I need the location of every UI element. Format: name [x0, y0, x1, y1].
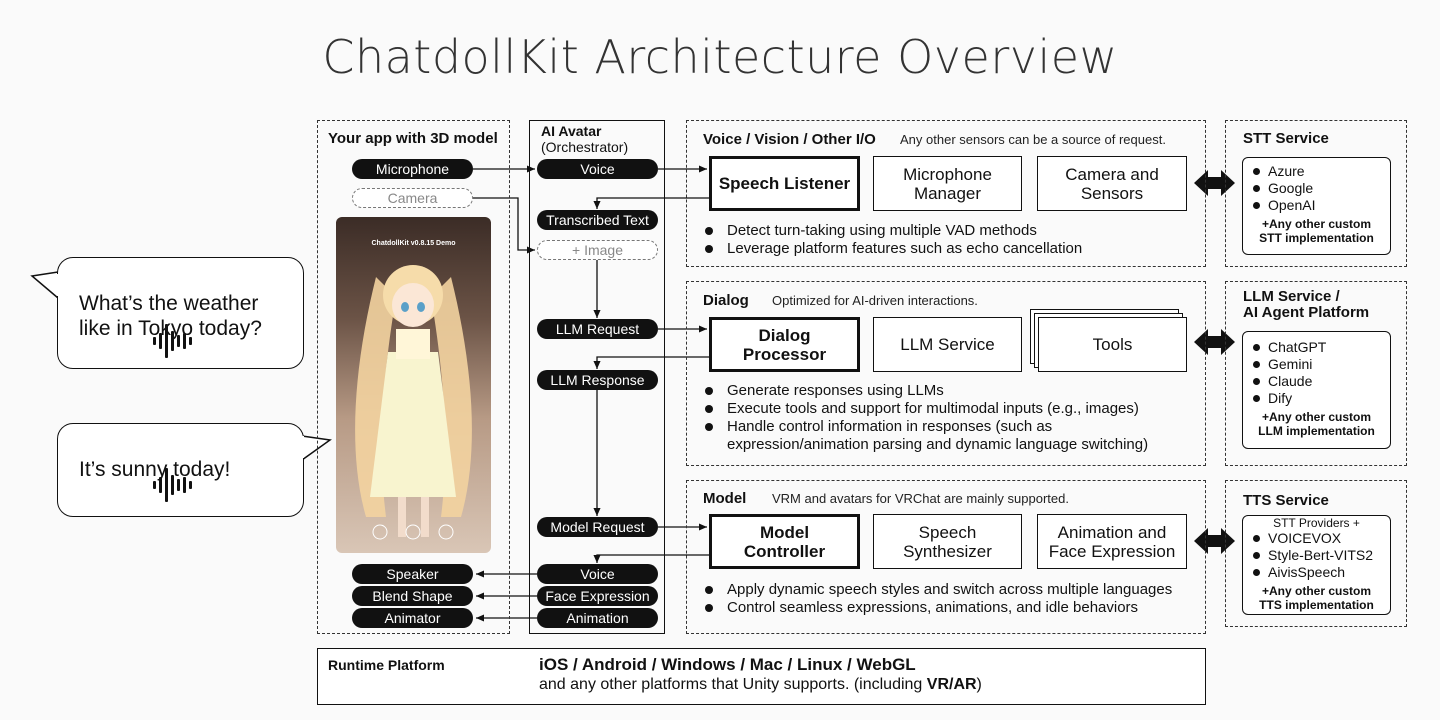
tools-box: Tools	[1038, 317, 1187, 372]
ai-voice-wave-icon	[153, 467, 192, 503]
io-bullet: Detect turn-taking using multiple VAD me…	[702, 222, 1182, 240]
llm-provider: ChatGPT	[1253, 339, 1326, 356]
image-pill: + Image	[537, 240, 658, 260]
face-expression-pill: Face Expression	[537, 586, 658, 606]
model-bullets: Apply dynamic speech styles and switch a…	[702, 581, 1202, 617]
animation-face-box: Animation and Face Expression	[1037, 514, 1187, 569]
tts-provider: Style-Bert-VITS2	[1253, 547, 1373, 564]
microphone-manager-box: Microphone Manager	[873, 156, 1022, 211]
tts-header: STT Providers +	[1242, 516, 1391, 530]
runtime-platforms: iOS / Android / Windows / Mac / Linux / …	[539, 655, 916, 675]
model-bullet: Control seamless expressions, animations…	[702, 599, 1202, 617]
llm-service-box: LLM Service	[873, 317, 1022, 372]
transcribed-text-pill: Transcribed Text	[537, 210, 658, 230]
llm-title-2: AI Agent Platform	[1243, 304, 1369, 321]
animator-pill: Animator	[352, 608, 473, 628]
model-title: Model	[703, 490, 746, 507]
dialog-bullet: Generate responses using LLMs	[702, 382, 1192, 400]
io-bullets: Detect turn-taking using multiple VAD me…	[702, 222, 1182, 258]
avatar-screenshot: ChatdollKit v0.8.15 Demo	[336, 217, 491, 553]
speaker-pill: Speaker	[352, 564, 473, 584]
microphone-pill: Microphone	[352, 159, 473, 179]
model-controller-box: Model Controller	[709, 514, 860, 569]
stt-footer: +Any other custom STT implementation	[1244, 217, 1389, 245]
llm-footer: +Any other custom LLM implementation	[1244, 410, 1389, 438]
runtime-note-bold: VR/AR	[927, 676, 977, 693]
camera-pill: Camera	[352, 188, 473, 208]
blend-shape-pill: Blend Shape	[352, 586, 473, 606]
tts-footer: +Any other custom TTS implementation	[1244, 584, 1389, 612]
speech-synthesizer-box: Speech Synthesizer	[873, 514, 1022, 569]
stt-provider: Google	[1253, 180, 1315, 197]
llm-provider: Claude	[1253, 373, 1326, 390]
tts-provider: AivisSpeech	[1253, 564, 1373, 581]
dialog-processor-box: Dialog Processor	[709, 317, 860, 372]
dialog-bullets: Generate responses using LLMs Execute to…	[702, 382, 1192, 454]
runtime-note-post: )	[977, 676, 982, 693]
llm-request-pill: LLM Request	[537, 319, 658, 339]
io-title: Voice / Vision / Other I/O	[703, 131, 876, 148]
speech-listener-box: Speech Listener	[709, 156, 860, 211]
ai-avatar-title: AI Avatar	[541, 123, 601, 139]
stt-provider: OpenAI	[1253, 197, 1315, 214]
voice-in-pill: Voice	[537, 159, 658, 179]
stt-providers: Azure Google OpenAI	[1253, 163, 1315, 214]
tts-provider: VOICEVOX	[1253, 530, 1373, 547]
dialog-title: Dialog	[703, 292, 749, 309]
user-voice-wave-icon	[153, 323, 192, 359]
llm-title-1: LLM Service /	[1243, 288, 1340, 305]
dialog-bullet: Handle control information in responses …	[702, 418, 1192, 454]
voice-out-pill: Voice	[537, 564, 658, 584]
bubble-tail-user-cover	[52, 270, 62, 300]
dialog-bullet: Execute tools and support for multimodal…	[702, 400, 1192, 418]
io-bullet: Leverage platform features such as echo …	[702, 240, 1182, 258]
stt-provider: Azure	[1253, 163, 1315, 180]
model-note: VRM and avatars for VRChat are mainly su…	[772, 491, 1069, 506]
runtime-title: Runtime Platform	[328, 657, 445, 673]
animation-pill: Animation	[537, 608, 658, 628]
bubble-tail-ai-cover	[299, 436, 307, 466]
model-bullet: Apply dynamic speech styles and switch a…	[702, 581, 1202, 599]
llm-provider: Dify	[1253, 390, 1326, 407]
llm-providers: ChatGPT Gemini Claude Dify	[1253, 339, 1326, 407]
camera-sensors-box: Camera and Sensors	[1037, 156, 1187, 211]
runtime-note: and any other platforms that Unity suppo…	[539, 676, 982, 694]
tts-providers: VOICEVOX Style-Bert-VITS2 AivisSpeech	[1253, 530, 1373, 581]
model-request-pill: Model Request	[537, 517, 658, 537]
tts-title: TTS Service	[1243, 492, 1329, 509]
stt-title: STT Service	[1243, 130, 1329, 147]
llm-provider: Gemini	[1253, 356, 1326, 373]
app-panel-title: Your app with 3D model	[328, 130, 498, 147]
io-note: Any other sensors can be a source of req…	[900, 132, 1166, 147]
runtime-note-pre: and any other platforms that Unity suppo…	[539, 676, 927, 693]
ai-avatar-subtitle: (Orchestrator)	[541, 139, 628, 155]
llm-response-pill: LLM Response	[537, 370, 658, 390]
avatar-figure	[336, 217, 491, 553]
dialog-note: Optimized for AI-driven interactions.	[772, 293, 978, 308]
